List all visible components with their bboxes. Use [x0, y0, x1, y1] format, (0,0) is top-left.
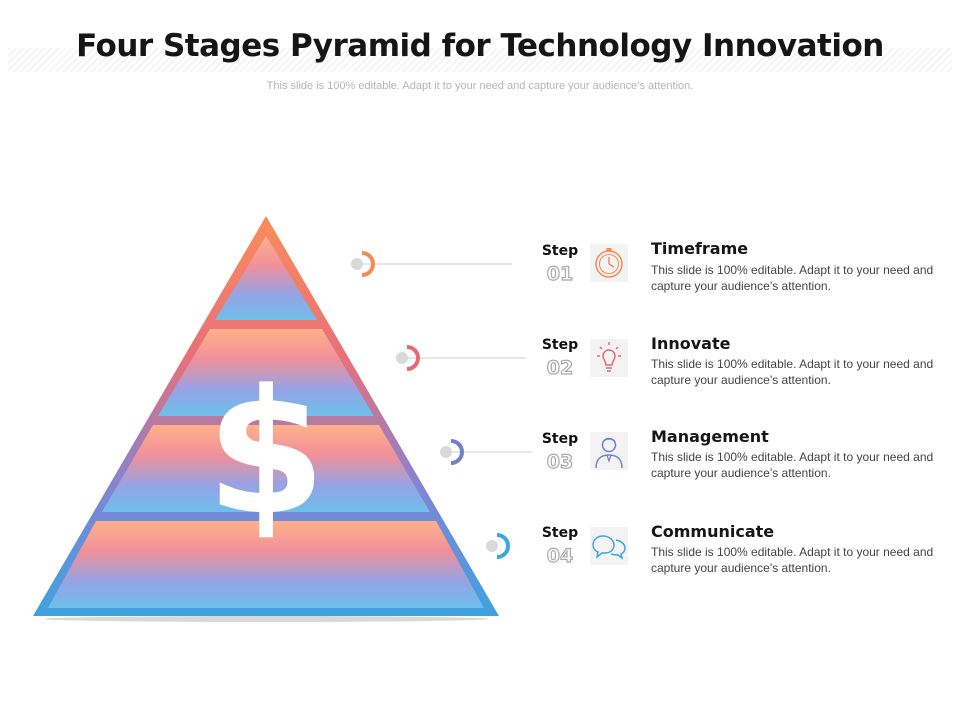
step-title-3: Management — [651, 427, 769, 446]
step-title-4: Communicate — [651, 522, 775, 541]
step-title-2: Innovate — [651, 334, 731, 353]
step-label-2: Step — [541, 337, 579, 353]
step-description-3: This slide is 100% editable. Adapt it to… — [651, 450, 934, 480]
step-number-2: 02 — [546, 356, 574, 379]
step-title-1: Timeframe — [651, 239, 749, 258]
page-title: Four Stages Pyramid for Technology Innov… — [76, 28, 884, 64]
chat-bubbles-icon — [589, 526, 629, 566]
pyramid-tier-2 — [158, 329, 374, 416]
page-subtitle: This slide is 100% editable. Adapt it to… — [266, 80, 694, 92]
step-number-3: 03 — [546, 450, 574, 473]
dollar-sign-icon: $ — [206, 352, 326, 553]
step-label-3: Step — [541, 431, 579, 447]
title-band — [8, 48, 952, 72]
step-connector-1 — [351, 251, 512, 277]
pyramid-tier-4 — [48, 521, 484, 608]
step-connector-2 — [396, 345, 526, 371]
step-description-2: This slide is 100% editable. Adapt it to… — [651, 357, 934, 387]
step-label-4: Step — [541, 525, 579, 541]
pyramid-tier-3 — [102, 425, 430, 512]
step-description-4: This slide is 100% editable. Adapt it to… — [651, 545, 934, 575]
lightbulb-icon — [589, 338, 629, 378]
step-number-1: 01 — [546, 262, 574, 285]
step-connector-4 — [486, 533, 510, 559]
step-connector-3 — [440, 439, 532, 465]
pyramid-tier-1 — [215, 236, 317, 320]
step-number-4: 04 — [546, 544, 574, 567]
step-description-1: This slide is 100% editable. Adapt it to… — [651, 263, 934, 293]
manager-icon — [589, 431, 629, 471]
clock-icon — [589, 243, 629, 283]
pyramid-shadow — [44, 616, 488, 622]
step-label-1: Step — [541, 243, 579, 259]
